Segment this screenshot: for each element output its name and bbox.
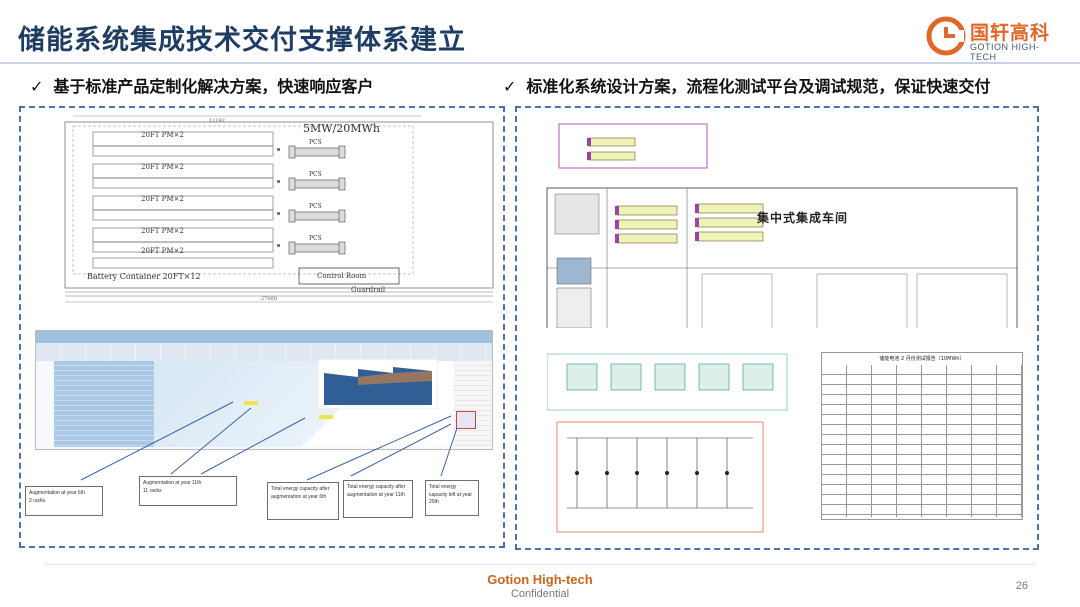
pcs-label: PCS — [309, 203, 322, 210]
title-divider — [0, 62, 1080, 64]
control-room-label: Control Room — [317, 272, 367, 280]
highlight-cell — [244, 401, 258, 405]
left-panel: 5MW/20MWh 20FT PM×2 20FT PM×2 20FT PM×2 … — [19, 106, 505, 548]
container-label: 20FT PM×2 — [141, 195, 184, 203]
page-title: 储能系统集成技术交付支撑体系建立 — [18, 25, 466, 56]
pcs-label: PCS — [309, 139, 322, 146]
site-layout-drawing — [64, 115, 494, 303]
container-label: 20FT PM×2 — [141, 247, 184, 255]
guardrail-label: Guardrail — [351, 286, 386, 294]
dimension-bottom: 27000 — [261, 296, 277, 302]
pcs-label: PCS — [309, 171, 322, 178]
workshop-floor-plan — [546, 123, 1018, 328]
capacity-label: 5MW/20MWh — [303, 122, 380, 135]
page-number: 26 — [1015, 580, 1028, 592]
capacity-mini-chart — [318, 359, 438, 409]
workshop-label: 集中式集成车间 — [757, 211, 849, 225]
footer-brand: Gotion High-tech — [487, 572, 593, 587]
electrical-schematic — [547, 353, 788, 533]
dimension-top: 12192 — [209, 118, 225, 124]
checkmark-icon: ✓ — [503, 77, 517, 96]
battery-container-label: Battery Container 20FT×12 — [87, 272, 201, 281]
company-logo: 国轩高科 GOTION HIGH-TECH — [926, 14, 1058, 62]
pcs-label: PCS — [309, 235, 322, 242]
container-label: 20FT PM×2 — [141, 163, 184, 171]
spreadsheet-blue-rows — [54, 361, 154, 447]
footer-confidential: Confidential — [510, 588, 570, 600]
right-bullet: ✓ 标准化系统设计方案，流程化测试平台及调试规范，保证快速交付 — [503, 73, 990, 97]
callout-capacity-year-11: Total energy capacity after augmentation… — [343, 480, 413, 518]
footer-divider — [45, 564, 1035, 565]
report-title: 储能电池 2 月份测试报告（10MWh） — [879, 356, 965, 362]
container-label: 20FT PM×2 — [141, 131, 184, 139]
callout-capacity-year-20: Total energy capacity left at year 20th — [425, 480, 479, 516]
callout-augmentation-year-6: Augmentation at year 6th 2 racks — [25, 486, 103, 516]
left-bullet-text: 基于标准产品定制化解决方案，快速响应客户 — [53, 77, 374, 96]
highlight-cell — [319, 415, 333, 419]
test-report-table: 储能电池 2 月份测试报告（10MWh） — [821, 352, 1023, 520]
spreadsheet-column-heads — [36, 343, 492, 361]
callout-capacity-year-6: Total energy capacity after augmentation… — [267, 482, 339, 520]
logo-chinese-name: 国轩高科 — [970, 22, 1051, 44]
container-label: 20FT PM×2 — [141, 227, 184, 235]
left-bullet: ✓ 基于标准产品定制化解决方案，快速响应客户 — [30, 73, 373, 97]
gotion-logo-icon — [926, 16, 966, 56]
spreadsheet-header-bar — [36, 331, 492, 343]
logo-english-name: GOTION HIGH-TECH — [970, 42, 1040, 62]
augmentation-spreadsheet — [35, 330, 493, 450]
right-panel: 集中式集成车间 储能电池 2 月份测试报告（10MWh） — [515, 106, 1039, 550]
spreadsheet-right-columns — [454, 361, 492, 447]
right-bullet-text: 标准化系统设计方案，流程化测试平台及调试规范，保证快速交付 — [526, 77, 991, 96]
report-columns — [822, 365, 1022, 517]
checkmark-icon: ✓ — [30, 77, 44, 96]
highlight-cell — [456, 411, 476, 429]
callout-augmentation-year-11: Augmentation at year 11th 11 racks — [139, 476, 237, 506]
